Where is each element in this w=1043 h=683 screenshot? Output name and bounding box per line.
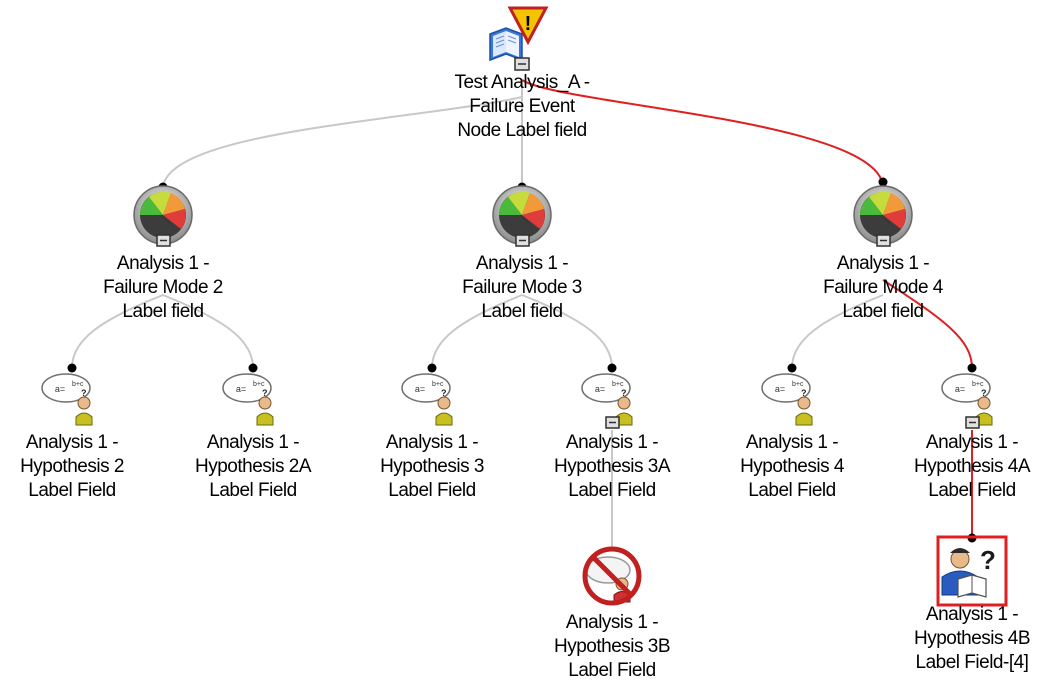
hypothesis-label-line1: Analysis 1 - [25, 432, 119, 453]
hypothesis-3b-label[interactable]: Analysis 1 - Hypothesis 3B Label Field [553, 611, 671, 683]
svg-text:?: ? [262, 388, 268, 398]
svg-text:a=: a= [236, 384, 246, 394]
disproved-hypothesis-icon[interactable] [582, 546, 642, 606]
failure-mode-3-label[interactable]: Analysis 1 - Failure Mode 3 Label field [462, 252, 582, 324]
hypothesis-4a-label[interactable]: Analysis 1 - Hypothesis 4A Label Field [913, 431, 1031, 503]
svg-text:b+c: b+c [432, 381, 444, 388]
hypothesis-person-icon[interactable]: a= b+c ? [761, 373, 813, 426]
svg-text:a=: a= [415, 384, 425, 394]
hypothesis-label-line2: Hypothesis 2 [20, 456, 124, 477]
mode-label-line1: Analysis 1 - [836, 253, 930, 274]
svg-text:b+c: b+c [972, 381, 984, 388]
hypothesis-label-line2: Hypothesis 4 [740, 456, 844, 477]
mode-label-line1: Analysis 1 - [475, 253, 569, 274]
mode-label-line3: Label field [481, 301, 563, 322]
hypothesis-label-line1: Analysis 1 - [925, 604, 1019, 625]
hypothesis-3a-label[interactable]: Analysis 1 - Hypothesis 3A Label Field [553, 431, 671, 503]
book-warning-icon[interactable]: ! [489, 6, 549, 71]
hypothesis-person-icon[interactable]: a= b+c ? [222, 373, 274, 426]
svg-text:b+c: b+c [72, 381, 84, 388]
svg-text:?: ? [621, 388, 627, 398]
hypothesis-label-line2: Hypothesis 3B [553, 636, 671, 657]
root-label-line1: Test Analysis_A - [454, 72, 590, 93]
hypothesis-label-line2: Hypothesis 4B [913, 628, 1031, 649]
hypothesis-person-icon[interactable]: a= b+c ? [401, 373, 453, 426]
hypothesis-4-label[interactable]: Analysis 1 - Hypothesis 4 Label Field [740, 431, 844, 503]
hypothesis-label-line1: Analysis 1 - [206, 432, 300, 453]
svg-text:?: ? [980, 545, 996, 575]
hypothesis-label-line1: Analysis 1 - [565, 612, 659, 633]
root-node-label[interactable]: Test Analysis_A - Failure Event Node Lab… [454, 71, 590, 143]
mode-label-line3: Label field [122, 301, 204, 322]
verified-hypothesis-icon[interactable]: ? [941, 545, 996, 598]
hypothesis-label-line1: Analysis 1 - [565, 432, 659, 453]
hypothesis-3-label[interactable]: Analysis 1 - Hypothesis 3 Label Field [380, 431, 484, 503]
hypothesis-person-icon[interactable]: a= b+c ? [41, 373, 93, 426]
selection-box [936, 535, 1008, 607]
hypothesis-person-icon[interactable]: a= b+c ? [581, 373, 633, 429]
mode-label-line3: Label field [842, 301, 924, 322]
hypothesis-label-line2: Hypothesis 2A [194, 456, 312, 477]
hypothesis-2-label[interactable]: Analysis 1 - Hypothesis 2 Label Field [20, 431, 124, 503]
mode-label-line2: Failure Mode 3 [462, 277, 582, 298]
connector-root-mode4 [521, 79, 884, 188]
gauge-icon[interactable] [492, 185, 552, 247]
hypothesis-label-line2: Hypothesis 4A [913, 456, 1031, 477]
svg-text:a=: a= [595, 384, 605, 394]
mode-label-line2: Failure Mode 4 [823, 277, 943, 298]
hypothesis-label-line1: Analysis 1 - [925, 432, 1019, 453]
hypothesis-label-line2: Hypothesis 3 [380, 456, 484, 477]
failure-mode-2-label[interactable]: Analysis 1 - Failure Mode 2 Label field [103, 252, 223, 324]
svg-text:b+c: b+c [253, 381, 265, 388]
hypothesis-label-line3: Label Field [748, 480, 836, 501]
connector-mode2-h2a [162, 294, 254, 369]
mode-label-line2: Failure Mode 2 [103, 277, 223, 298]
hypothesis-label-line1: Analysis 1 - [745, 432, 839, 453]
svg-text:!: ! [525, 13, 532, 35]
svg-text:?: ? [981, 388, 987, 398]
hypothesis-label-line3: Label Field [209, 480, 297, 501]
svg-text:?: ? [801, 388, 807, 398]
root-label-line2: Failure Event [469, 96, 575, 117]
hypothesis-label-line3: Label Field [568, 660, 656, 681]
hypothesis-label-line3: Label Field [568, 480, 656, 501]
svg-text:?: ? [81, 388, 87, 398]
connector-mode2-h2 [71, 294, 164, 369]
connector-mode4-h4a [882, 279, 973, 369]
connector-mode4-h4 [791, 294, 884, 369]
svg-text:a=: a= [775, 384, 785, 394]
hypothesis-2a-label[interactable]: Analysis 1 - Hypothesis 2A Label Field [194, 431, 312, 503]
svg-text:b+c: b+c [612, 381, 624, 388]
connector-root-mode2 [162, 96, 523, 188]
mode-label-line1: Analysis 1 - [116, 253, 210, 274]
failure-mode-4-label[interactable]: Analysis 1 - Failure Mode 4 Label field [823, 252, 943, 324]
gauge-icon[interactable] [853, 185, 913, 247]
hypothesis-label-line1: Analysis 1 - [385, 432, 479, 453]
svg-text:b+c: b+c [792, 381, 804, 388]
hypothesis-label-line3: Label Field [928, 480, 1016, 501]
hypothesis-label-line3: Label Field-[4] [915, 652, 1029, 673]
svg-text:a=: a= [955, 384, 965, 394]
connector-mode3-h3a [521, 294, 613, 369]
hypothesis-person-icon[interactable]: a= b+c ? [941, 373, 993, 429]
hypothesis-label-line2: Hypothesis 3A [553, 456, 671, 477]
connector-mode3-h3 [431, 294, 523, 369]
hypothesis-label-line3: Label Field [28, 480, 116, 501]
svg-text:a=: a= [55, 384, 65, 394]
root-label-line3: Node Label field [457, 120, 587, 141]
gauge-icon[interactable] [133, 185, 193, 247]
hypothesis-4b-label[interactable]: Analysis 1 - Hypothesis 4B Label Field-[… [913, 603, 1031, 675]
hypothesis-label-line3: Label Field [388, 480, 476, 501]
svg-text:?: ? [441, 388, 447, 398]
